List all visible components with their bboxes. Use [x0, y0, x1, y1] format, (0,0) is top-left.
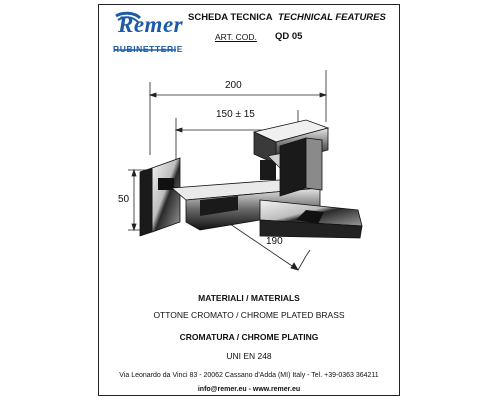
art-cod-value: QD 05 [275, 31, 303, 42]
right-wall-flange [279, 137, 323, 197]
footer-address: Via Leonardo da Vinci 83 - 20062 Cassano… [119, 372, 379, 379]
plating-value: UNI EN 248 [226, 351, 272, 361]
materials-heading: MATERIALI / MATERIALS [198, 293, 300, 303]
brand-subtitle: RUBINETTERIE [113, 44, 184, 54]
footer-contacts: info@remer.eu - www.remer.eu [197, 386, 301, 393]
dimension-overall-label: 200 [225, 80, 242, 91]
remer-logo [114, 11, 176, 51]
dimension-spout-label: 190 [266, 236, 283, 247]
faucet-drawing [128, 70, 363, 271]
art-cod-label: ART. COD. [215, 32, 257, 42]
plating-heading: CROMATURA / CHROME PLATING [179, 332, 319, 342]
brand-name: Remer [118, 12, 184, 37]
left-wall-flange [139, 157, 181, 237]
materials-value: OTTONE CROMATO / CHROME PLATED BRASS [153, 310, 345, 320]
title-english: TECHNICAL FEATURES [278, 12, 386, 23]
title-italian: SCHEDA TECNICA [188, 12, 273, 23]
dimension-line-overall [148, 70, 328, 155]
dimension-height-label: 50 [118, 194, 130, 205]
dimension-centers-label: 150 ± 15 [216, 109, 255, 120]
faucet-spout [259, 199, 363, 239]
sheet-frame [98, 4, 400, 396]
